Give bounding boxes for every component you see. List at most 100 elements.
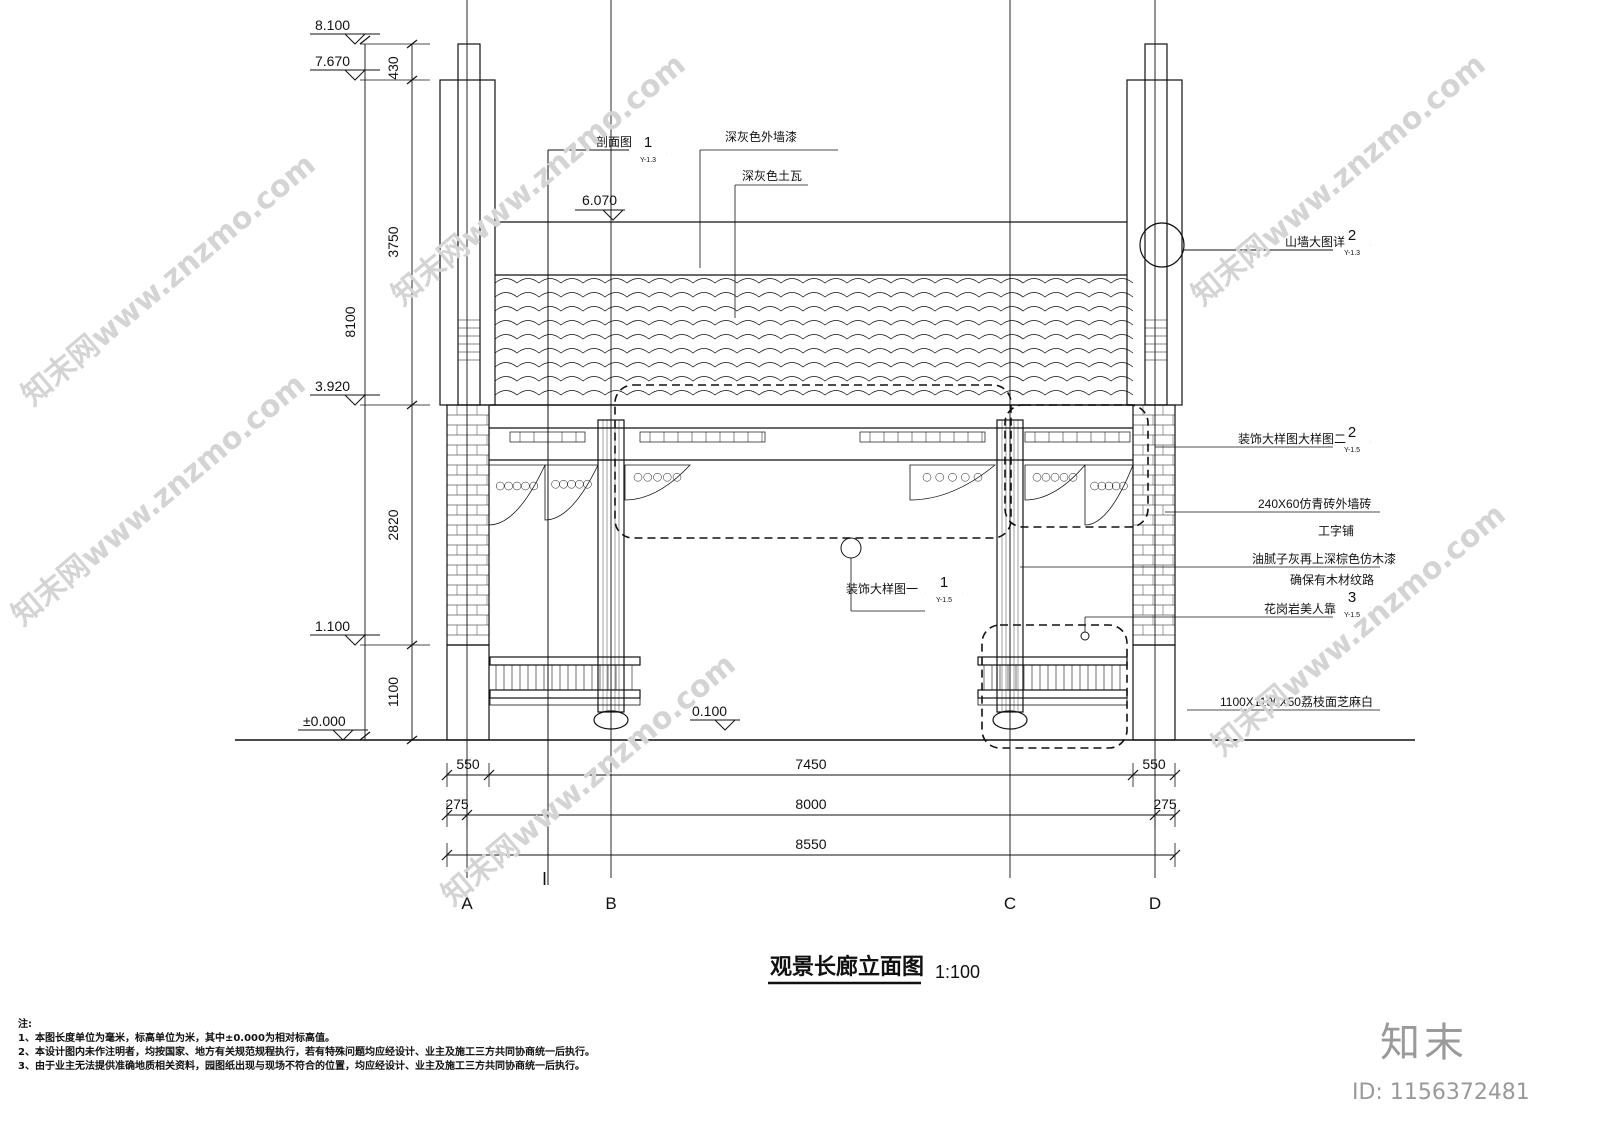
callout-deco-1 [925,571,963,609]
carved-bracket [909,464,997,501]
detail-box-3 [981,624,1128,749]
right-plinth [1132,644,1176,741]
axis-label-A: A [461,894,473,913]
bracket-ornament [948,473,957,482]
dim-tick [441,769,453,781]
elev-triangle [602,209,624,221]
roof-tile-row [494,278,1134,284]
gable-detail-circle [1139,222,1185,268]
elev-triangle [344,33,366,45]
elev-triangle [344,69,366,81]
dim-tick [359,35,371,45]
callout-section-1 [629,131,667,169]
right-gable-outer [1126,79,1183,406]
dim-text: 275 [445,796,469,812]
carved-bracket [624,464,691,501]
elevation-label: 1.100 [315,618,350,634]
roof-tile-row [494,320,1134,326]
elevation-label: 0.100 [692,703,727,719]
callout-number: 3 [1348,589,1356,606]
bracket-ornament [504,481,513,491]
axis-bubble [452,888,482,918]
axis-label-C: C [1004,894,1016,913]
note-item: 2、本设计图内未作注明者，均按国家、地方有关规范规程执行，若有特殊问题均应经设计… [18,1047,595,1058]
bracket-ornament [1090,481,1099,491]
annotation-brick: 240X60仿青砖外墙砖 [1258,496,1371,511]
dim-tick [461,809,473,821]
callout-number: 2 [1348,424,1356,441]
annotation-plinth: 1100X1100X50荔枝面芝麻白 [1220,694,1373,709]
annotation-brick-pattern: 工字铺 [1318,523,1354,538]
elev-triangle [344,394,366,406]
dim-text: 3750 [385,226,401,257]
elevation-label: 6.070 [582,192,617,208]
callout-ref: Y-1.3 [640,157,656,164]
right-gable-inner [1144,43,1168,406]
roof-tile-row [494,348,1134,354]
axis-bubble [596,888,626,918]
dim-text: 430 [385,56,401,80]
dim-text: 550 [1142,756,1166,772]
axis-bubble [1140,888,1170,918]
detail-box-1 [614,384,1012,539]
dim-text: 8000 [795,796,826,812]
column-base [992,710,1028,730]
bracket-ornament [512,481,522,491]
roof-tile-row [494,306,1134,312]
bracket-ornament [1041,473,1051,482]
bench-rail [977,656,1128,666]
elev-triangle [714,719,736,731]
bracket-ornament [583,480,592,489]
notes-heading: 注: [18,1019,32,1030]
callout-ref: Y-1.5 [1344,612,1360,619]
bracket-ornament [567,480,576,489]
bench-rail [489,656,641,666]
bench-base [489,697,641,706]
callout-ref: Y-1.5 [936,597,952,604]
bracket-ornament [1059,473,1069,482]
bracket-ornament [922,473,932,482]
annotation-gable: 山墙大图详 [1285,234,1345,249]
elevation-label: 7.670 [315,53,350,69]
dim-tick [406,735,418,745]
roof-tile-row [494,390,1134,396]
dim-tick [1169,849,1181,861]
roof-tile-row [494,376,1134,382]
callout-number: 1 [940,574,948,591]
carved-bracket [544,464,599,521]
roof-tile-row [494,334,1134,340]
bracket-ornament [1097,481,1107,491]
elevation-label: 8.100 [315,17,350,33]
dim-text: 275 [1153,796,1177,812]
bracket-ornament [575,480,584,489]
dim-tick [1149,809,1161,821]
roof-tile-row [494,292,1134,298]
bracket-ornament [529,481,539,491]
brand-logo: 知末 [1380,1020,1468,1066]
bracket-ornament [551,480,560,489]
bench-seat [977,689,1128,699]
deco1-marker [840,537,862,559]
bracket-ornament [1104,481,1114,491]
bracket-ornament [559,480,568,489]
annotation-wood-grain: 确保有木材纹路 [1290,572,1374,587]
bracket-ornament [653,473,662,482]
bracket-ornament [961,473,970,482]
elev-triangle [332,729,354,741]
lattice-panel [639,431,766,443]
dim-text: 8550 [795,836,826,852]
left-plinth [446,644,490,741]
annotation-bench: 花岗岩美人靠 [1264,601,1336,616]
section-mark: I [542,869,547,889]
axis-label-B: B [605,894,616,913]
carved-bracket [488,464,546,526]
drawing-title: 观景长廊立面图 [770,954,924,979]
dim-tick [1169,809,1181,821]
bracket-ornament [643,473,652,482]
bench-base [977,697,1128,706]
bracket-ornament [1068,473,1078,482]
bracket-ornament [495,481,505,491]
carved-bracket [1084,464,1134,526]
dim-tick [441,809,453,821]
